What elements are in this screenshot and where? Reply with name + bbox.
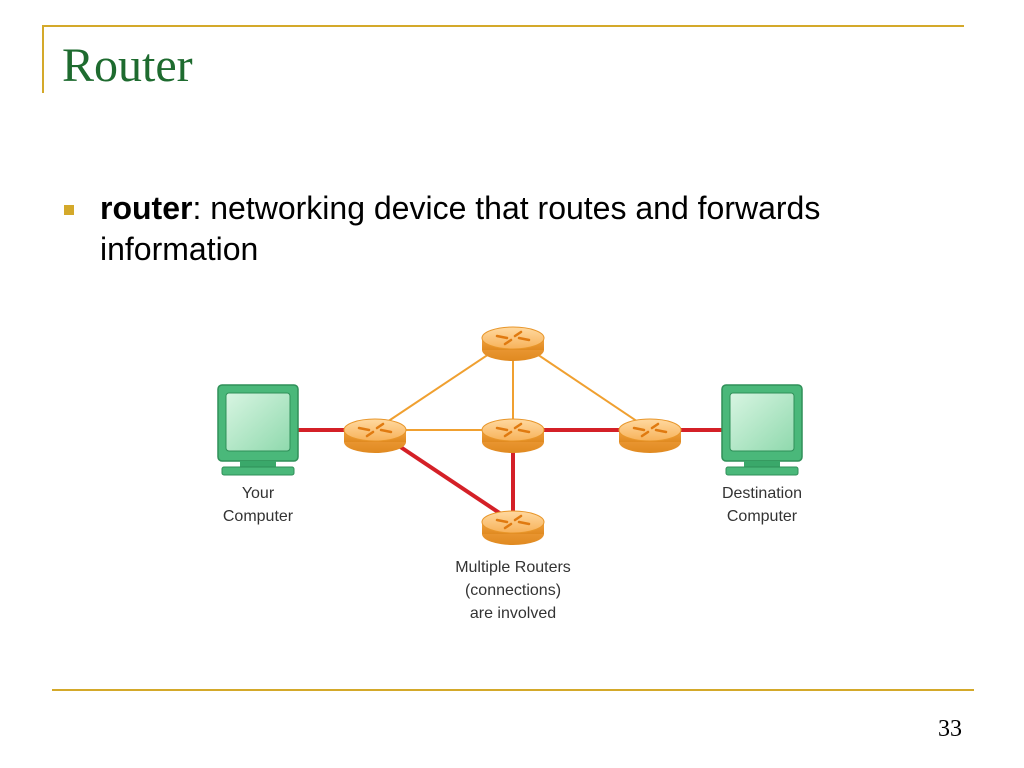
router-icon-bottom xyxy=(481,510,545,545)
destination-computer-icon xyxy=(721,384,803,476)
router-icon-right xyxy=(618,418,682,453)
your-computer-label-line1: Your xyxy=(241,485,275,502)
your-computer-icon xyxy=(217,384,299,476)
router-icon-left xyxy=(343,418,407,453)
network-diagram: Your Computer Destination Computer Multi… xyxy=(200,300,840,630)
your-computer-label: Your Computer xyxy=(200,482,316,528)
routers-label-line2: (connections) xyxy=(464,582,562,599)
bullet-square-icon xyxy=(64,205,74,215)
footer-divider xyxy=(52,689,974,691)
slide-title: Router xyxy=(62,39,193,92)
destination-computer-label: Destination Computer xyxy=(693,482,831,528)
routers-label-line3: are involved xyxy=(469,605,557,622)
destination-label-line2: Computer xyxy=(726,508,798,525)
destination-label-line1: Destination xyxy=(721,485,803,502)
routers-label-line1: Multiple Routers xyxy=(455,559,571,576)
title-frame-left-line xyxy=(42,25,44,93)
bullet-definition: : networking device that routes and forw… xyxy=(100,190,821,267)
bullet-item: router: networking device that routes an… xyxy=(62,188,962,270)
bullet-text: router: networking device that routes an… xyxy=(100,188,960,270)
router-icon-top xyxy=(481,326,545,361)
your-computer-label-line2: Computer xyxy=(222,508,294,525)
router-icon-center xyxy=(481,418,545,453)
bullet-term: router xyxy=(100,190,193,226)
title-frame-top-line xyxy=(42,25,964,27)
network-diagram-graphic xyxy=(217,326,803,545)
page-number: 33 xyxy=(938,716,962,742)
multiple-routers-label: Multiple Routers (connections) are invol… xyxy=(428,556,598,625)
